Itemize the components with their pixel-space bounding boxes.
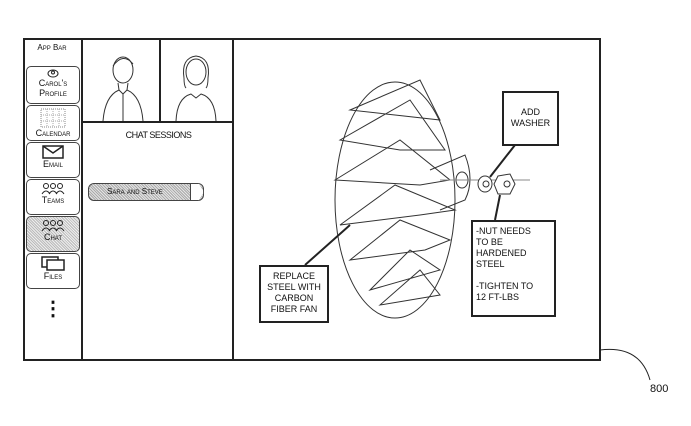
- callout-replace-fan: REPLACE STEEL WITH CARBON FIBER FAN: [259, 265, 329, 323]
- callout-text: STEEL: [476, 259, 505, 269]
- nut: [493, 173, 516, 195]
- callout-text: TO BE: [476, 237, 503, 247]
- nav-label: Files: [43, 271, 63, 281]
- nav-label: Calendar: [35, 128, 71, 138]
- callout-text: ADD: [520, 107, 540, 117]
- fan-outline: [334, 81, 456, 319]
- ui-window: [23, 38, 601, 361]
- callout-nut: -NUT NEEDS TO BE HARDENED STEEL -TIGHTEN…: [471, 220, 556, 317]
- envelope-icon: [42, 145, 64, 159]
- app-bar: App Bar Carol's Profile Calendar Email T…: [23, 38, 83, 361]
- callout-add-washer: ADD WASHER: [502, 91, 559, 146]
- callout-text: CARBON: [274, 293, 314, 303]
- chat-session-label: Sara and Steve: [107, 187, 163, 196]
- chat-sessions-title: CHAT SESSIONS: [125, 130, 192, 140]
- leader-lines: [304, 144, 516, 266]
- nav-teams[interactable]: Teams: [26, 179, 80, 215]
- nav-label: Teams: [41, 195, 65, 205]
- video-tile-steve[interactable]: [83, 38, 161, 123]
- person-man-icon: [102, 56, 144, 122]
- nav-label: Chat: [43, 232, 63, 242]
- person-woman-icon: [175, 55, 217, 122]
- people-icon: [41, 220, 65, 232]
- callout-text: 12 FT-LBS: [476, 292, 520, 302]
- callout-text: STEEL WITH: [267, 282, 321, 292]
- nav-label: Profile: [39, 88, 67, 98]
- callout-text: FIBER FAN: [270, 304, 318, 314]
- files-icon: [41, 256, 65, 271]
- video-tile-sara[interactable]: [161, 38, 234, 123]
- reference-leader: [599, 348, 651, 381]
- calendar-icon: [40, 108, 66, 128]
- app-bar-title: App Bar: [37, 43, 67, 52]
- callout-text: HARDENED: [476, 248, 527, 258]
- reference-numeral: 800: [650, 383, 669, 395]
- nav-email[interactable]: Email: [26, 142, 80, 178]
- more-icon[interactable]: ⋮: [43, 298, 63, 320]
- profile-icon: [47, 69, 59, 78]
- callout-text: REPLACE: [272, 271, 316, 281]
- callout-text: WASHER: [510, 118, 551, 128]
- nav-label: Email: [42, 159, 63, 169]
- callout-text: -NUT NEEDS: [476, 226, 531, 236]
- nav-files[interactable]: Files: [26, 253, 80, 289]
- chat-sessions-panel: CHAT SESSIONS Sara and Steve: [83, 123, 234, 361]
- chevron-right-icon: [190, 183, 204, 201]
- people-icon: [41, 183, 65, 195]
- nav-calendar[interactable]: Calendar: [26, 105, 80, 141]
- nav-carols-profile[interactable]: Carol's Profile: [26, 66, 80, 104]
- nav-chat[interactable]: Chat: [26, 216, 80, 252]
- callout-text: -TIGHTEN TO: [476, 281, 534, 291]
- chat-session-item[interactable]: Sara and Steve: [88, 183, 204, 201]
- nav-label: Carol's: [38, 78, 68, 88]
- washer: [477, 175, 493, 193]
